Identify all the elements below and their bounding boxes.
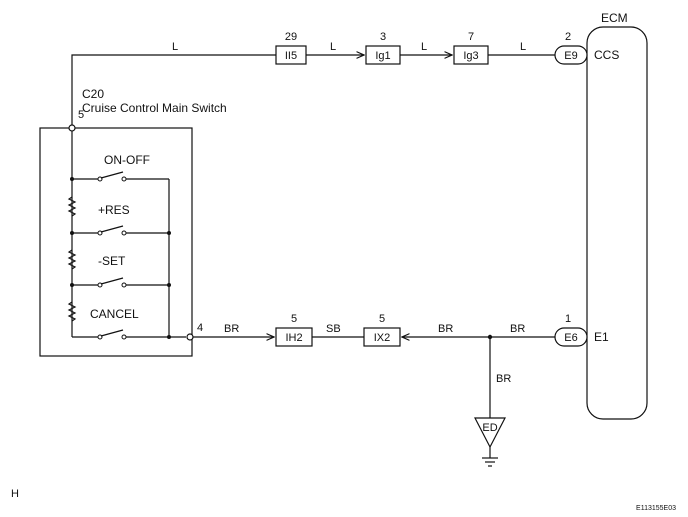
junction-dot	[70, 231, 74, 235]
ecm-connector-e9-name: E9	[564, 50, 577, 62]
ecm-box	[586, 26, 648, 420]
connector-ig3-pin: 7	[468, 31, 474, 43]
ecm-connector-e6-pin: 1	[565, 313, 571, 325]
pin5-terminal	[68, 124, 76, 132]
connector-ig3-name: Ig3	[463, 50, 478, 62]
top-wire-label-3: L	[421, 41, 427, 53]
bottom-wire-label-4: BR	[510, 323, 525, 335]
resistor-2	[67, 249, 77, 270]
switch-pin-bottom: 4	[197, 322, 203, 334]
switch-label-set: -SET	[98, 254, 126, 268]
switch-code: C20	[82, 87, 104, 101]
ecm-connector-e6-name: E6	[564, 332, 577, 344]
ground-point-ed	[474, 417, 506, 449]
connector-ig3: Ig3 7	[453, 31, 489, 65]
connector-ih2-name: IH2	[285, 332, 302, 344]
ecm-label: ECM	[601, 11, 628, 25]
bottom-wire-label-1: BR	[224, 323, 239, 335]
switch-label-res: +RES	[98, 203, 130, 217]
connector-ih2-pin: 5	[291, 313, 297, 325]
switch-cancel	[97, 329, 127, 340]
switch-box	[39, 127, 193, 357]
connector-ig1-pin: 3	[380, 31, 386, 43]
ecm-pin-ccs: CCS	[594, 48, 619, 62]
switch-on-off	[97, 171, 127, 182]
top-wire-label-1: L	[172, 41, 178, 53]
connector-ix2-name: IX2	[374, 332, 391, 344]
connector-ii5-pin: 29	[285, 31, 297, 43]
connector-ii5-name: II5	[285, 50, 297, 62]
connector-ig1: Ig1 3	[365, 31, 401, 65]
switch-res	[97, 225, 127, 236]
top-wire-label-2: L	[330, 41, 336, 53]
junction-dot	[70, 177, 74, 181]
junction-dot	[167, 231, 171, 235]
ground-symbol	[482, 447, 498, 467]
ground-point-label: ED	[482, 422, 497, 434]
top-wire-seg1	[71, 54, 276, 128]
connector-ig1-name: Ig1	[375, 50, 390, 62]
ecm-pin-e1: E1	[594, 330, 609, 344]
bottom-wire-label-3: BR	[438, 323, 453, 335]
ecm-connector-e9-pin: 2	[565, 31, 571, 43]
switch-set	[97, 277, 127, 288]
resistor-1	[67, 196, 77, 217]
ecm-connector-e6: E6 1	[554, 313, 588, 347]
pin4-terminal	[186, 333, 194, 341]
connector-ii5: II5 29	[275, 31, 307, 65]
connector-ix2-pin: 5	[379, 313, 385, 325]
switch-label-on-off: ON-OFF	[104, 153, 150, 167]
connector-ix2: IX2 5	[363, 313, 401, 347]
switch-name: Cruise Control Main Switch	[82, 101, 227, 115]
switch-pin-top: 5	[78, 109, 84, 121]
junction-dot	[70, 283, 74, 287]
bottom-wire-label-2: SB	[326, 323, 341, 335]
switch-label-cancel: CANCEL	[90, 307, 139, 321]
ground-wire-label: BR	[496, 373, 511, 385]
top-wire-label-4: L	[520, 41, 526, 53]
ecm-connector-e9: E9 2	[554, 31, 588, 65]
junction-dot	[167, 335, 171, 339]
connector-ih2: IH2 5	[275, 313, 313, 347]
resistor-3	[67, 301, 77, 322]
footer-left: H	[11, 488, 19, 500]
junction-dot	[167, 283, 171, 287]
footer-code: E113155E03	[636, 505, 676, 512]
